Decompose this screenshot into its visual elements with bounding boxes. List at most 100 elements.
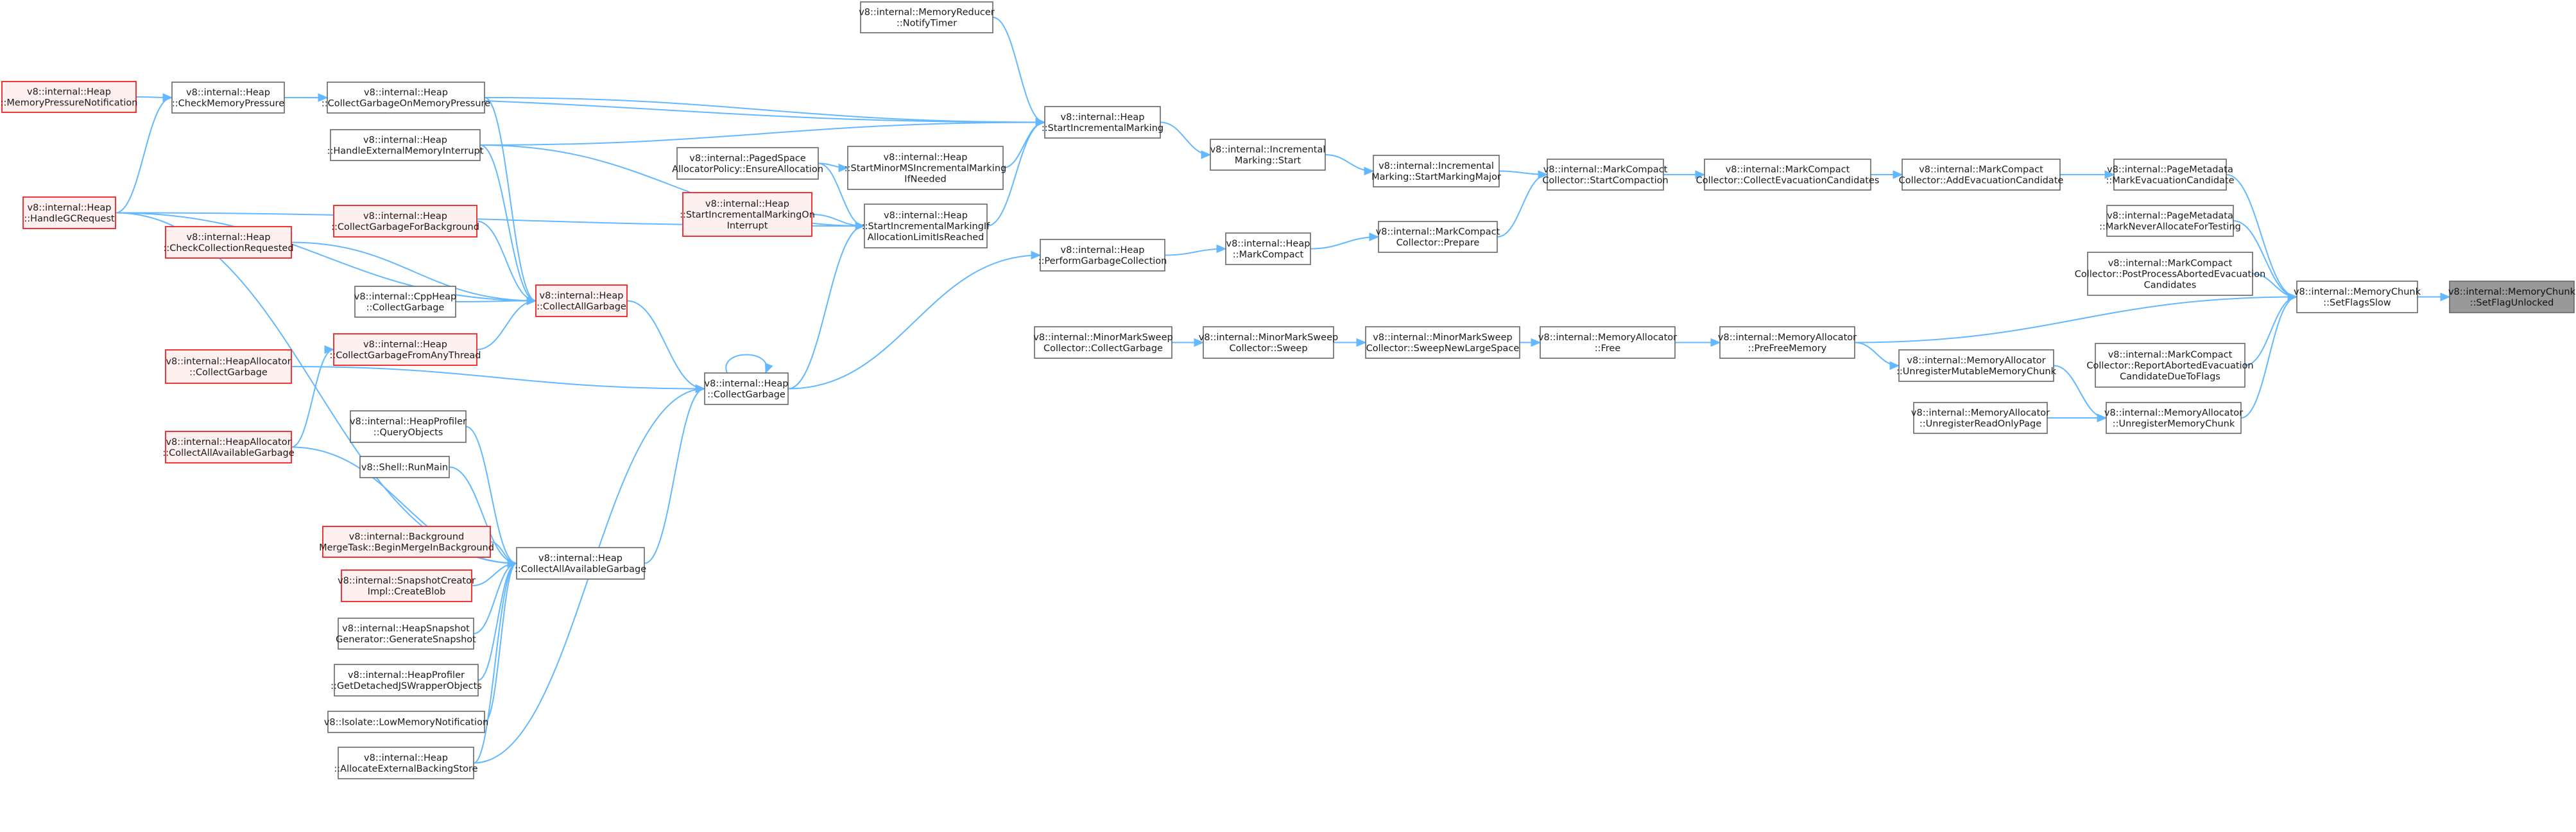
node-label-line: Collector::Sweep: [1229, 343, 1307, 354]
edge-mc-add-evac-candidate-to-page-meta-mark-evac: [2060, 170, 2115, 179]
node-label-line: ::StartIncrementalMarkingIf: [862, 221, 990, 232]
node-incremental-marking-start[interactable]: v8::internal::IncrementalMarking::Start: [1210, 139, 1326, 171]
node-label-line: v8::internal::MarkCompact: [2108, 350, 2233, 360]
node-label-line: v8::internal::SnapshotCreator: [338, 576, 476, 586]
node-label-line: ::CollectAllGarbage: [537, 302, 626, 312]
node-box: [165, 226, 292, 259]
node-label-line: ::StartMinorMSIncrementalMarking: [845, 164, 1006, 174]
node-heap-alloc-collect-all-avail[interactable]: v8::internal::HeapAllocator::CollectAllA…: [162, 431, 295, 464]
node-mem-alloc-unreg-ro[interactable]: v8::internal::MemoryAllocator::Unregiste…: [1911, 402, 2050, 434]
node-mem-reducer-notify[interactable]: v8::internal::MemoryReducer::NotifyTimer: [859, 1, 995, 33]
node-label-line: ::PerformGarbageCollection: [1038, 256, 1167, 266]
edge-collect-gc-from-any-thread-to-collect-all-garbage: [476, 296, 537, 351]
node-label-line: v8::Isolate::LowMemoryNotification: [324, 718, 488, 728]
node-collect-gc-for-background[interactable]: v8::internal::Heap::CollectGarbageForBac…: [331, 205, 479, 238]
node-cppheap-collect[interactable]: v8::internal::CppHeap::CollectGarbage: [354, 286, 456, 318]
node-label-line: ::PreFreeMemory: [1748, 343, 1827, 354]
node-mc-collect-evac-candidates[interactable]: v8::internal::MarkCompactCollector::Coll…: [1696, 159, 1880, 191]
node-heap-profiler-query[interactable]: v8::internal::HeapProfiler::QueryObjects: [350, 410, 467, 443]
edge-arrowhead: [507, 559, 518, 568]
node-perform-gc[interactable]: v8::internal::Heap::PerformGarbageCollec…: [1038, 239, 1167, 272]
node-collect-gc-on-mem-pressure[interactable]: v8::internal::Heap::CollectGarbageOnMemo…: [322, 82, 490, 114]
node-label-line: ::MarkEvacuationCandidate: [2106, 176, 2234, 186]
node-mem-alloc-pre-free[interactable]: v8::internal::MemoryAllocator::PreFreeMe…: [1718, 326, 1857, 359]
node-mc-post-process-aborted[interactable]: v8::internal::MarkCompactCollector::Post…: [2075, 252, 2266, 296]
node-start-inc-marking-if-limit[interactable]: v8::internal::Heap::StartIncrementalMark…: [862, 204, 990, 248]
node-mem-alloc-unreg-mutable[interactable]: v8::internal::MemoryAllocator::Unregiste…: [1896, 349, 2057, 382]
node-minor-ms-sweep[interactable]: v8::internal::MinorMarkSweepCollector::S…: [1199, 326, 1338, 359]
node-alloc-ext-backing[interactable]: v8::internal::Heap::AllocateExternalBack…: [334, 747, 478, 779]
edge-heap-alloc-collect-to-heap-collect-garbage: [291, 366, 706, 394]
node-minor-ms-collect[interactable]: v8::internal::MinorMarkSweepCollector::C…: [1033, 326, 1173, 359]
node-page-meta-mark-never[interactable]: v8::internal::PageMetadata::MarkNeverAll…: [2099, 205, 2241, 237]
node-mem-pressure-notif[interactable]: v8::internal::Heap::MemoryPressureNotifi…: [1, 81, 138, 113]
node-mc-add-evac-candidate[interactable]: v8::internal::MarkCompactCollector::AddE…: [1899, 159, 2064, 191]
node-label-line: v8::internal::Background: [349, 532, 465, 542]
edge-line: [473, 562, 517, 764]
node-mem-chunk-set-flags-slow[interactable]: v8::internal::MemoryChunk::SetFlagsSlow: [2294, 281, 2421, 313]
edge-line: [479, 144, 537, 302]
node-label-line: v8::internal::Incremental: [1210, 145, 1326, 155]
node-box: [165, 431, 292, 464]
node-label-line: v8::internal::MemoryReducer: [859, 8, 995, 18]
edge-collect-all-available-to-heap-collect-garbage: [644, 384, 706, 564]
node-paged-space-policy[interactable]: v8::internal::PagedSpaceAllocatorPolicy:…: [672, 147, 823, 180]
node-check-collection-requested[interactable]: v8::internal::Heap::CheckCollectionReque…: [163, 226, 294, 259]
node-check-mem-pressure[interactable]: v8::internal::Heap::CheckMemoryPressure: [171, 82, 285, 114]
node-heap-collect-garbage[interactable]: v8::internal::Heap::CollectGarbage: [704, 372, 789, 405]
node-mc-report-aborted[interactable]: v8::internal::MarkCompactCollector::Repo…: [2086, 343, 2254, 388]
node-mem-alloc-unreg-chunk[interactable]: v8::internal::MemoryAllocator::Unregiste…: [2104, 402, 2243, 434]
node-handle-gc-request[interactable]: v8::internal::Heap::HandleGCRequest: [22, 196, 116, 229]
node-mem-chunk-set-flag-unlocked[interactable]: v8::internal::MemoryChunk::SetFlagUnlock…: [2448, 281, 2576, 313]
edge-line: [476, 300, 537, 351]
node-mc-start-compaction[interactable]: v8::internal::MarkCompactCollector::Star…: [1542, 159, 1669, 191]
node-heap-mark-compact[interactable]: v8::internal::Heap::MarkCompact: [1225, 232, 1311, 265]
node-label-line: CandidateDueToFlags: [2120, 372, 2220, 382]
edge-arrowhead: [2440, 292, 2451, 302]
node-start-inc-marking-on-interrupt[interactable]: v8::internal::Heap::StartIncrementalMark…: [680, 192, 815, 237]
node-label-line: v8::internal::Heap: [540, 291, 624, 301]
node-collect-all-available[interactable]: v8::internal::Heap::CollectAllAvailableG…: [515, 547, 646, 580]
edge-arrowhead: [526, 296, 537, 306]
node-heap-snapshot-gen[interactable]: v8::internal::HeapSnapshotGenerator::Gen…: [336, 618, 476, 650]
edge-arrowhead: [1356, 338, 1367, 347]
node-shell-runmain[interactable]: v8::Shell::RunMain: [359, 456, 450, 478]
node-label-line: v8::internal::HeapAllocator: [166, 437, 291, 447]
node-start-minor-ms[interactable]: v8::internal::Heap::StartMinorMSIncremen…: [845, 146, 1006, 190]
node-mc-prepare[interactable]: v8::internal::MarkCompactCollector::Prep…: [1376, 221, 1500, 253]
edge-line: [291, 366, 705, 390]
node-heap-alloc-collect[interactable]: v8::internal::HeapAllocator::CollectGarb…: [165, 349, 292, 384]
node-box: [327, 82, 485, 114]
edge-arrowhead: [765, 363, 773, 374]
node-box: [704, 372, 789, 405]
node-label-line: ::Free: [1595, 343, 1621, 354]
node-bg-merge-task[interactable]: v8::internal::BackgroundMergeTask::Begin…: [319, 526, 494, 558]
node-label-line: Interrupt: [727, 221, 768, 231]
node-snapshot-create-blob[interactable]: v8::internal::SnapshotCreatorImpl::Creat…: [338, 569, 476, 602]
node-label-line: Collector::PostProcessAbortedEvacuation: [2075, 270, 2266, 280]
node-heap-profiler-detached[interactable]: v8::internal::HeapProfiler::GetDetachedJ…: [331, 664, 482, 697]
edge-handle-ext-mem-interrupt-to-start-inc-marking: [479, 117, 1046, 146]
node-page-meta-mark-evac[interactable]: v8::internal::PageMetadata::MarkEvacuati…: [2106, 159, 2235, 191]
node-collect-gc-from-any-thread[interactable]: v8::internal::Heap::CollectGarbageFromAn…: [329, 333, 481, 366]
node-minor-ms-sweep-large[interactable]: v8::internal::MinorMarkSweepCollector::S…: [1365, 326, 1520, 359]
node-label-line: v8::internal::PagedSpace: [689, 153, 806, 164]
edge-line: [992, 17, 1045, 123]
node-label-line: v8::internal::Heap: [1061, 112, 1145, 123]
node-label-line: ::UnregisterReadOnlyPage: [1919, 419, 2041, 429]
node-inc-marking-start-major[interactable]: v8::internal::IncrementalMarking::StartM…: [1371, 155, 1501, 187]
node-mem-alloc-free[interactable]: v8::internal::MemoryAllocator::Free: [1538, 326, 1677, 359]
node-label-line: ::HandleExternalMemoryInterrupt: [327, 146, 484, 157]
node-isolate-low-mem[interactable]: v8::Isolate::LowMemoryNotification: [324, 711, 488, 733]
node-label-line: v8::internal::MarkCompact: [2108, 259, 2233, 269]
node-collect-all-garbage[interactable]: v8::internal::Heap::CollectAllGarbage: [535, 284, 628, 317]
edge-mc-collect-evac-candidates-to-mc-add-evac-candidate: [1871, 170, 1903, 179]
node-handle-ext-mem-interrupt[interactable]: v8::internal::Heap::HandleExternalMemory…: [327, 129, 484, 161]
edge-line: [1854, 296, 2297, 343]
edge-start-minor-ms-to-start-inc-marking: [1002, 117, 1046, 169]
node-start-inc-marking[interactable]: v8::internal::Heap::StartIncrementalMark…: [1042, 106, 1163, 139]
node-label-line: v8::internal::MemoryAllocator: [1911, 408, 2050, 419]
node-label-line: Collector::CollectEvacuationCandidates: [1696, 176, 1880, 186]
edge-arrowhead: [2287, 292, 2298, 302]
edge-heap-alloc-collect-all-avail-to-collect-gc-from-any-thread: [291, 345, 335, 448]
